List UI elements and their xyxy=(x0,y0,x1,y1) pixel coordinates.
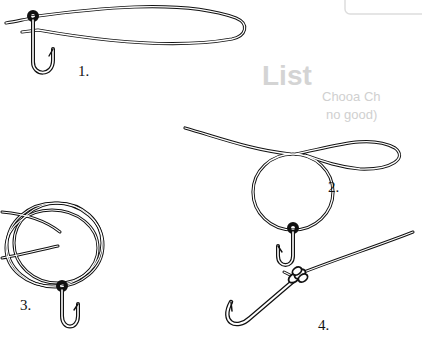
step-number: 1. xyxy=(78,64,89,79)
step-number: 4. xyxy=(318,318,329,333)
step-3-figure xyxy=(2,203,103,327)
background-text: Chooa Ch xyxy=(322,90,381,103)
step-number: 2. xyxy=(328,180,339,195)
step-4-figure xyxy=(227,232,413,324)
background-text: no good) xyxy=(326,108,377,121)
background-panel xyxy=(345,0,422,14)
step-number: 3. xyxy=(20,298,31,313)
background-text: List xyxy=(262,62,312,90)
step-2-figure xyxy=(185,128,400,265)
step-1-figure xyxy=(6,7,245,73)
